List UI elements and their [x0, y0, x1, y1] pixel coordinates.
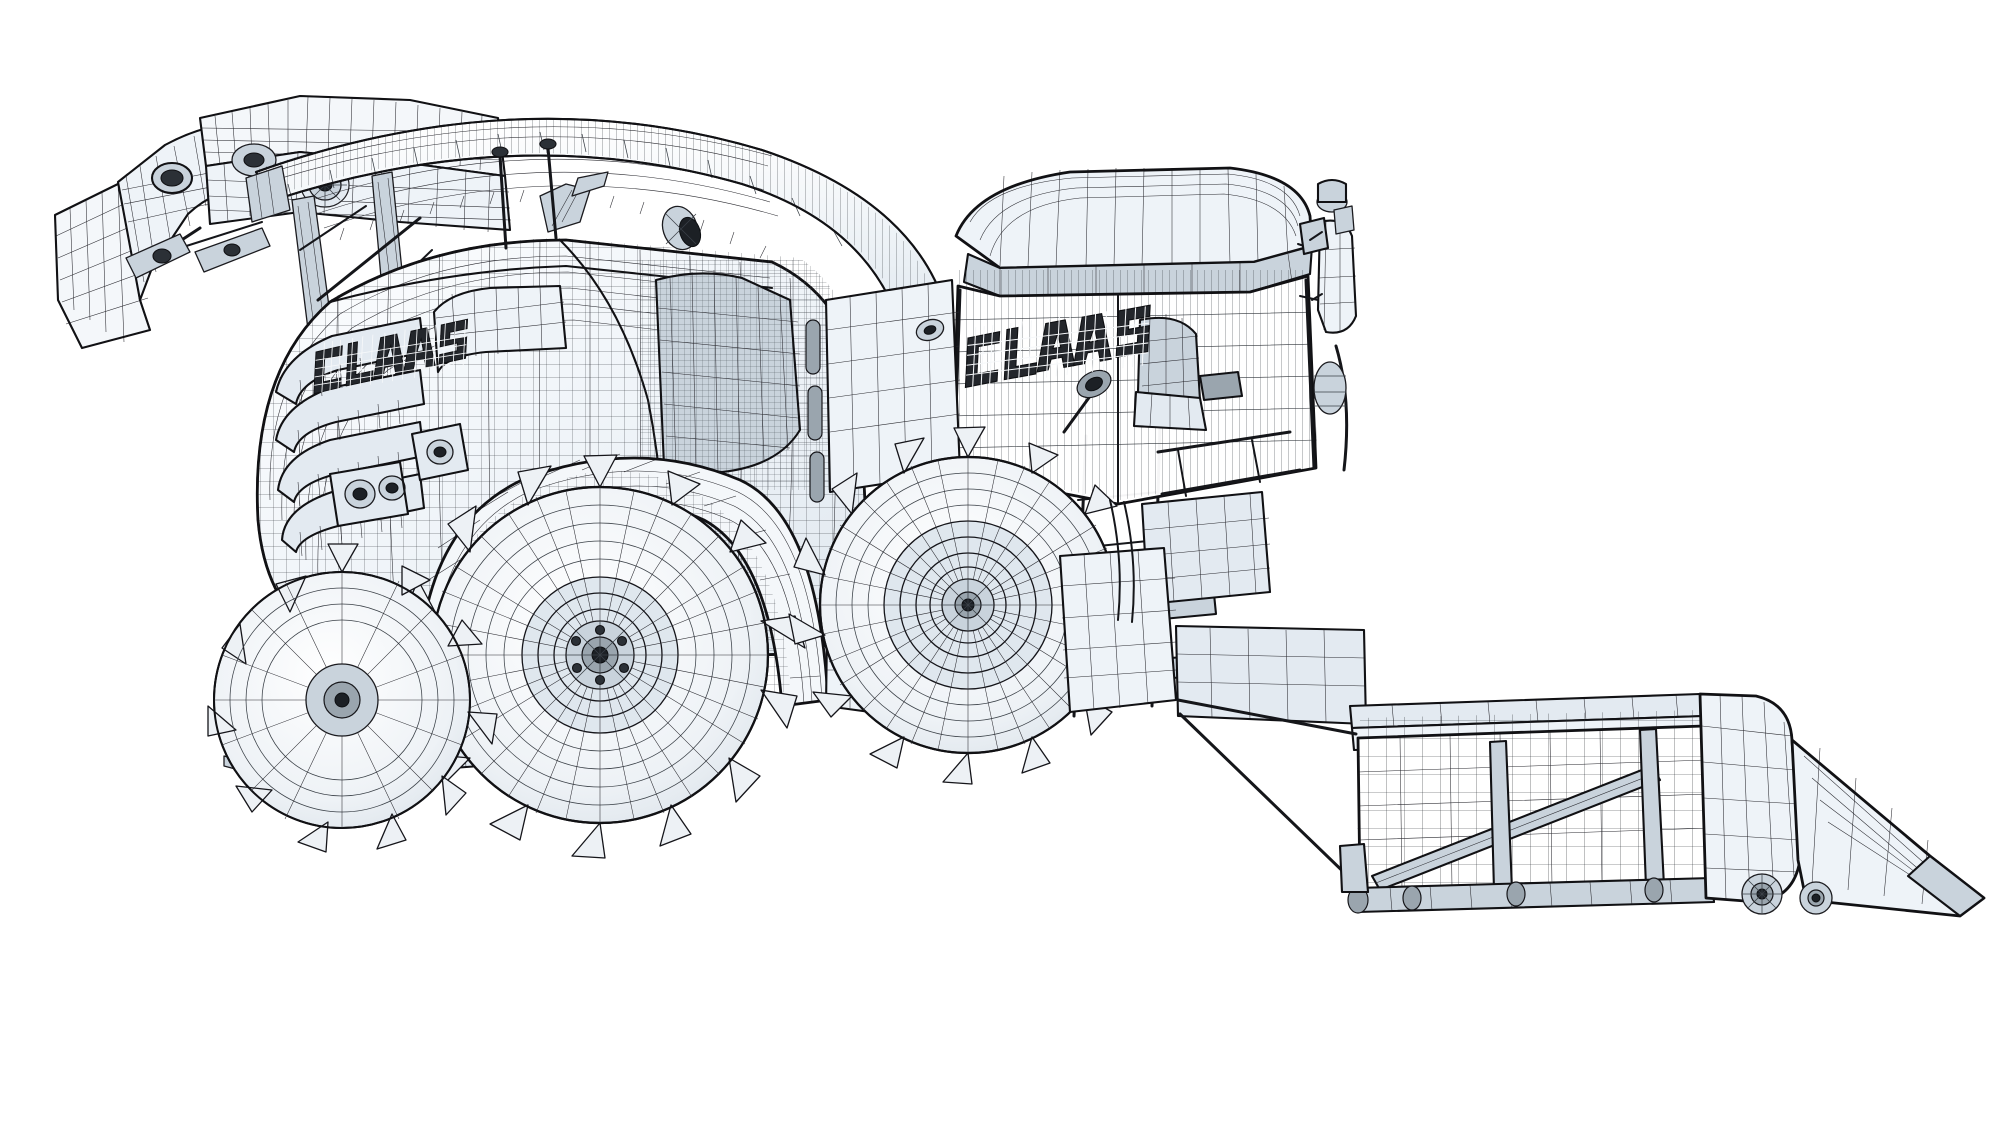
header-pivot-roller [1741, 873, 1833, 915]
header-mount-arms [1176, 698, 1370, 894]
rear-wheel [399, 454, 806, 859]
antenna-mast [491, 138, 558, 250]
cab-upper-mirror [1333, 205, 1355, 235]
rear-claas-logo [313, 318, 469, 395]
cab-handrail [1156, 344, 1349, 497]
hood-vent-slats [805, 319, 825, 503]
side-claas-logo [964, 304, 1151, 389]
tail-light-cluster [328, 460, 410, 528]
header-diagonal-brace [1370, 764, 1662, 892]
rear-wheel-hub [565, 620, 635, 690]
spout-pivot-joint [150, 143, 277, 194]
front-wheel-hub [941, 578, 995, 632]
front-work-light [1298, 216, 1330, 256]
spout-hydraulic-cylinder [125, 221, 271, 279]
rear-wheel-far-side [207, 543, 498, 853]
header-end-shroud [1698, 692, 1802, 904]
mirror-arm [1309, 231, 1323, 301]
operator-seat [1062, 314, 1244, 434]
header-skid-plate [1790, 738, 1986, 918]
header-auger-tube [1347, 876, 1716, 914]
front-wheel [788, 426, 1152, 785]
hood-crease [328, 264, 774, 304]
header-vertical-posts [1488, 727, 1666, 892]
work-light-rear [410, 422, 470, 482]
assembly-cab [824, 166, 1358, 682]
hood-vent-panel [640, 260, 830, 490]
arch-small-roller [915, 318, 945, 342]
air-filter-canister [1313, 361, 1347, 415]
beacon-light [1316, 178, 1348, 213]
assembly-header [1176, 692, 1986, 918]
hydraulic-hoses [1109, 499, 1135, 623]
feed-roller-housing [1058, 546, 1368, 726]
misc-hardware [915, 205, 1355, 623]
